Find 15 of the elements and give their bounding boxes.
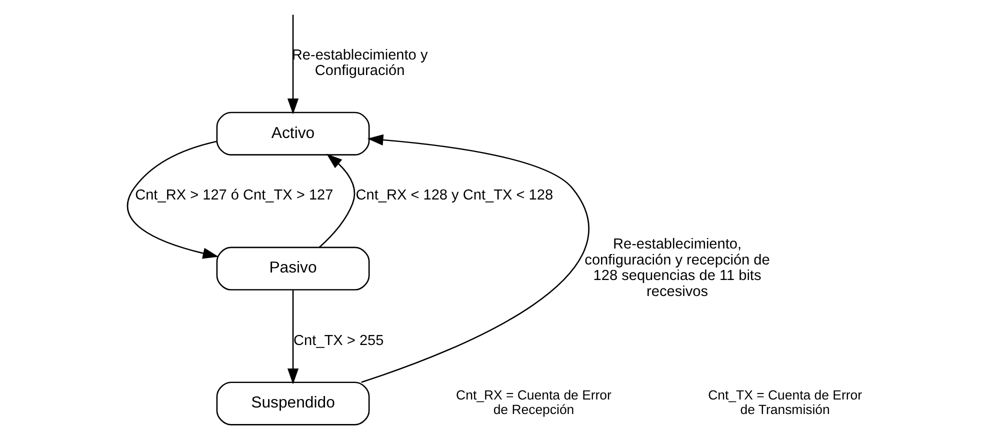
label: Cnt_RX = Cuenta de Error de Recepción: [456, 388, 612, 418]
node-box: Activo: [216, 112, 370, 156]
edge-label: Re-establecimiento y Configuración: [292, 47, 428, 80]
edge-label: Cnt_TX > 255: [294, 333, 384, 350]
node-box: Pasivo: [216, 246, 370, 290]
label: Cnt_TX = Cuenta de Error de Transmisión: [708, 388, 862, 418]
edge-label: Cnt_RX > 127 ó Cnt_TX > 127: [135, 188, 334, 204]
edge-label: Cnt_RX < 128 y Cnt_TX < 128: [356, 188, 554, 204]
arrow: [127, 140, 219, 259]
arrow: [287, 14, 299, 114]
arrow: [287, 290, 299, 384]
edge-label: Re-establecimiento, configuración y recepción de 128 sequencias de 11 bits recesivos: [584, 236, 770, 300]
node-box: Suspendido: [216, 382, 370, 426]
arrow: [318, 154, 356, 248]
arrow: [361, 134, 590, 383]
